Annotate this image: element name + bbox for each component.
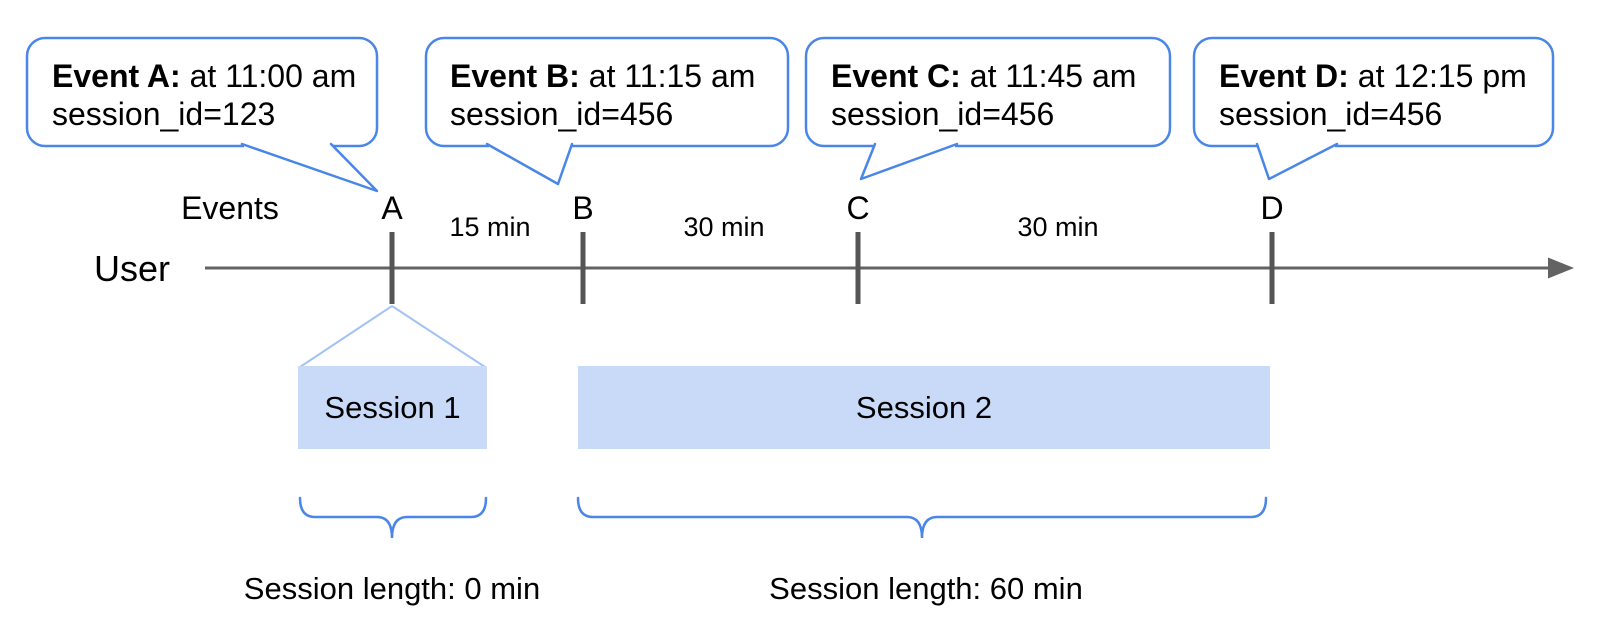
event-c-callout-time: at 11:45 am (969, 58, 1137, 94)
interval-a-b-label: 15 min (449, 212, 531, 242)
event-d-callout-tail (1255, 142, 1339, 181)
event-a-callout-time: at 11:00 am (189, 58, 357, 94)
event-c-callout-title: Event C: (831, 58, 961, 94)
event-c-callout-bubble (804, 36, 1172, 148)
event-b-callout-session-id: session_id=456 (450, 96, 674, 132)
session2-length-label: Session length: 60 min (769, 571, 1083, 606)
event-a-callout-line1: Event A:at 11:00 am (52, 57, 356, 95)
event-b-callout-tail (485, 142, 574, 186)
session1-label: Session 1 (324, 389, 461, 425)
session1-length-label: Session length: 0 min (243, 571, 541, 606)
event-d-callout-session-id: session_id=456 (1219, 96, 1443, 132)
session1-brace (298, 496, 488, 539)
event-d-callout-line1: Event D:at 12:15 pm (1219, 57, 1527, 95)
user-axis-label: User (94, 248, 171, 289)
event-b-callout-line1: Event B:at 11:15 am (450, 57, 755, 95)
event-b-callout-text: Event B:at 11:15 am session_id=456 (450, 57, 755, 133)
event-d-callout-text: Event D:at 12:15 pm session_id=456 (1219, 57, 1527, 133)
event-c-callout-line1: Event C:at 11:45 am (831, 57, 1136, 95)
event-b-callout-bubble (424, 36, 790, 148)
events-axis-label: Events (181, 190, 279, 226)
event-a-callout-session-id: session_id=123 (52, 96, 276, 132)
event-b-marker-label: B (572, 190, 594, 226)
event-a-callout-bubble (25, 36, 379, 148)
event-d-callout-bubble (1192, 36, 1555, 148)
event-b-callout-time: at 11:15 am (588, 58, 756, 94)
event-c-callout-text: Event C:at 11:45 am session_id=456 (831, 57, 1136, 133)
event-d-callout-title: Event D: (1219, 58, 1349, 94)
event-c-marker-label: C (846, 190, 870, 226)
event-a-marker-label: A (381, 190, 403, 226)
session2-brace (576, 496, 1268, 539)
event-b-callout-title: Event B: (450, 58, 580, 94)
event-d-marker-label: D (1260, 190, 1284, 226)
interval-c-d-label: 30 min (1017, 212, 1099, 242)
event-c-callout-tail (859, 142, 959, 181)
session1-funnel-left-line (299, 305, 393, 368)
event-a-callout-tail (240, 142, 379, 193)
session2-box: Session 2 (578, 366, 1270, 449)
event-c-callout-session-id: session_id=456 (831, 96, 1055, 132)
event-a-callout-title: Event A: (52, 58, 181, 94)
session2-label: Session 2 (855, 389, 993, 425)
event-d-callout-time: at 12:15 pm (1357, 58, 1527, 94)
session1-box: Session 1 (298, 366, 487, 449)
session1-funnel-right-line (391, 305, 486, 368)
interval-b-c-label: 30 min (683, 212, 765, 242)
timeline-arrowhead-icon (1548, 257, 1574, 279)
event-a-callout-text: Event A:at 11:00 am session_id=123 (52, 57, 356, 133)
